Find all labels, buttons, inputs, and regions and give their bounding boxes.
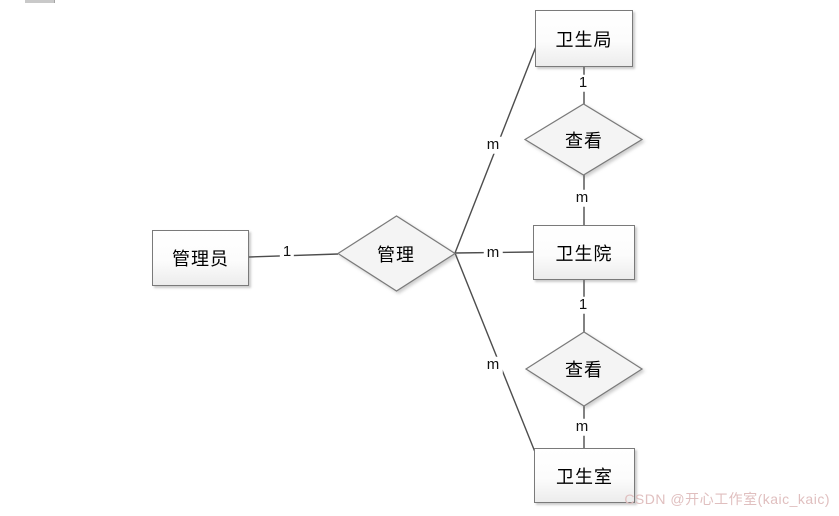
csdn-watermark: CSDN @开心工作室(kaic_kaic) xyxy=(624,491,830,507)
entity-admin: 管理员 xyxy=(152,230,249,286)
relationship-manage-diamond xyxy=(336,215,457,292)
relationship-view-bottom-diamond xyxy=(524,331,644,407)
entity-health-center: 卫生院 xyxy=(533,225,635,280)
connector-manage-to-clinic xyxy=(454,252,536,453)
entity-health-room-label: 卫生室 xyxy=(556,466,613,487)
cropped-window-edge-artifact xyxy=(25,0,55,3)
relationship-view-top-label: 查看 xyxy=(565,131,603,151)
entity-health-room: 卫生室 xyxy=(534,448,635,503)
cardinality-manage-hospital: m xyxy=(483,244,503,262)
cardinality-manage-bureau: m xyxy=(483,136,503,154)
entity-health-center-label: 卫生院 xyxy=(555,243,613,264)
cardinality-view-hospital: m xyxy=(572,189,592,207)
cardinality-hospital-view: 1 xyxy=(575,296,591,314)
cardinality-bureau-view: 1 xyxy=(575,74,591,92)
cardinality-view-clinic: m xyxy=(572,418,592,436)
relationship-view-top-diamond xyxy=(523,103,644,176)
relationship-view-bottom-label: 查看 xyxy=(565,360,603,380)
entity-health-bureau-label: 卫生局 xyxy=(555,29,613,50)
entity-health-bureau: 卫生局 xyxy=(535,10,633,67)
cardinality-manage-clinic: m xyxy=(483,356,503,374)
relationship-manage-label: 管理 xyxy=(377,245,415,265)
entity-admin-label: 管理员 xyxy=(172,249,229,269)
cardinality-admin-manage: 1 xyxy=(279,243,295,261)
